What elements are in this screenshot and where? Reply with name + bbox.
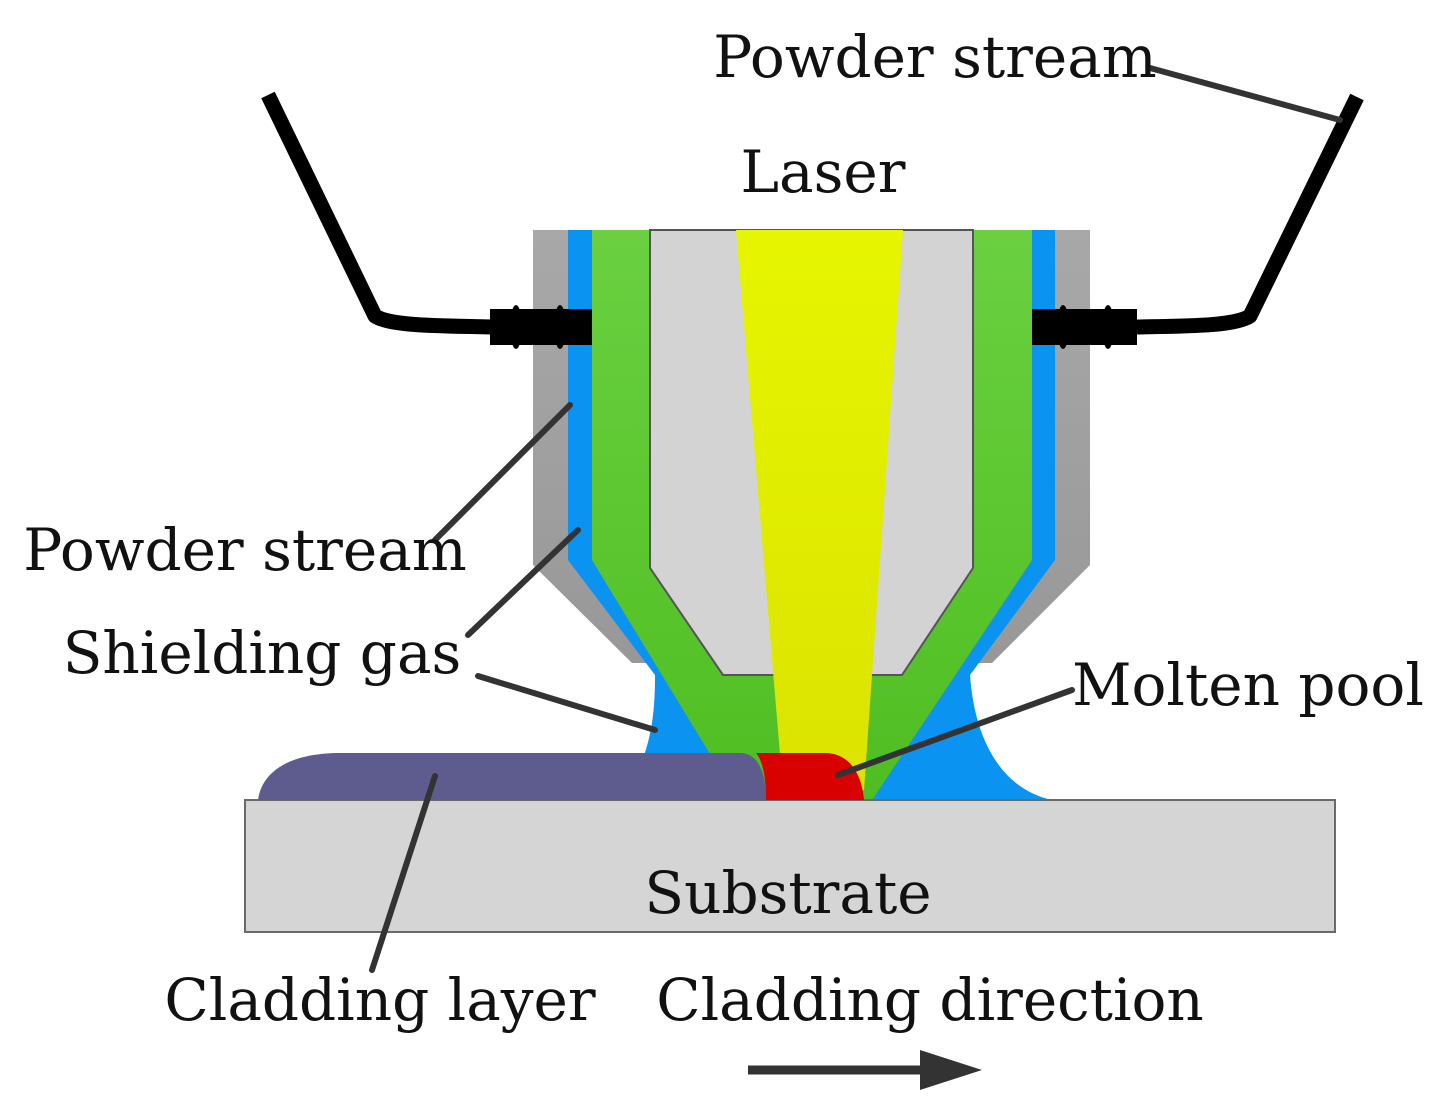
left-powder-pipe: [261, 91, 496, 335]
molten-pool-shape: [756, 753, 864, 800]
substrate-block: [244, 799, 1336, 933]
cladding-layer-shape: [258, 753, 766, 800]
label-cladding-layer: Cladding layer: [164, 966, 595, 1034]
leader-cladding-layer: [369, 773, 438, 973]
left-connector-ring-1: [510, 305, 522, 349]
cladding-direction-arrow-head: [920, 1050, 982, 1090]
left-pipe-connector: [490, 309, 592, 345]
right-powder-pipe: [1136, 93, 1364, 335]
label-cladding-direction: Cladding direction: [656, 966, 1204, 1034]
leader-shielding-gas: [465, 527, 581, 638]
leader-powder-stream-top: [1147, 65, 1343, 123]
label-powder-stream-top: Powder stream: [713, 23, 1157, 91]
label-substrate: Substrate: [644, 859, 931, 927]
right-connector-ring-1: [1057, 305, 1069, 349]
label-laser: Laser: [741, 138, 906, 206]
label-shielding-gas: Shielding gas: [63, 619, 462, 687]
label-molten-pool: Molten pool: [1072, 651, 1424, 719]
leader-powder-stream-left: [432, 402, 573, 543]
leader-nozzle-flow: [475, 673, 658, 733]
left-connector-ring-2: [554, 305, 566, 349]
laser-beam: [736, 230, 903, 790]
right-pipe-connector: [1032, 309, 1137, 345]
right-connector-ring-2: [1102, 305, 1114, 349]
label-powder-stream-left: Powder stream: [23, 516, 467, 584]
leader-molten-pool: [835, 687, 1075, 778]
